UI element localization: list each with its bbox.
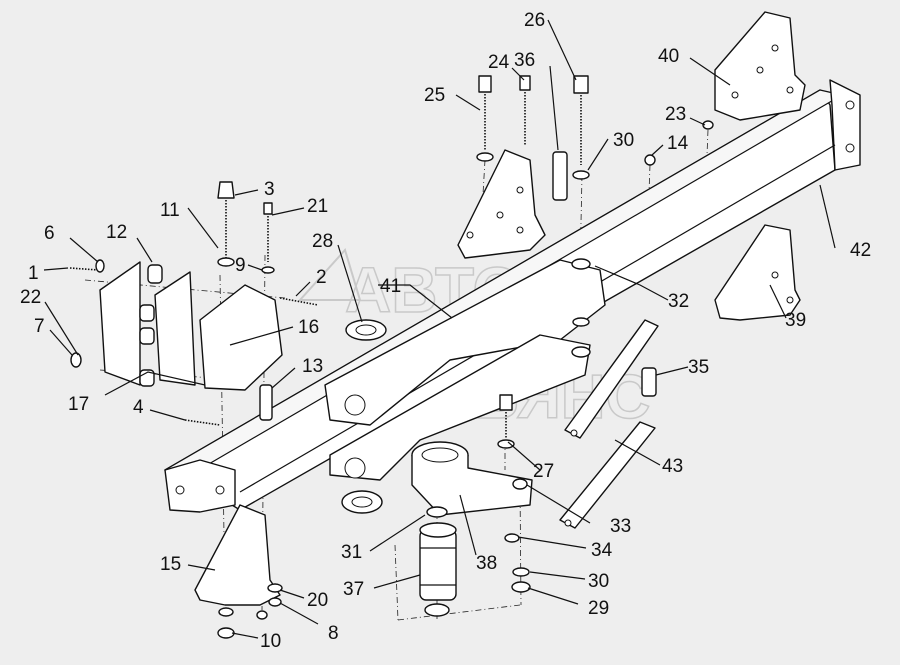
- swing-arm: [324, 259, 606, 481]
- pin-shaft: [419, 506, 457, 617]
- callout-23: 23: [665, 104, 686, 125]
- callout-35: 35: [688, 357, 709, 378]
- callout-33: 33: [610, 516, 631, 537]
- left-mount-plates: [99, 261, 283, 391]
- callout-12: 12: [106, 222, 127, 243]
- callout-8: 8: [328, 623, 339, 644]
- callout-11: 11: [160, 200, 180, 221]
- bracket-15: [194, 504, 281, 606]
- callout-13: 13: [302, 356, 323, 377]
- callout-27: 27: [533, 461, 554, 482]
- callout-30-lower: 30: [588, 571, 609, 592]
- lever-bracket: [411, 441, 533, 516]
- bracket-40: [714, 11, 806, 121]
- callout-24: 24: [488, 52, 510, 73]
- leader-lines: [43, 19, 836, 639]
- bolts: [69, 75, 589, 438]
- spacer-35: [641, 367, 657, 397]
- callout-38: 38: [476, 553, 497, 574]
- callout-37: 37: [343, 579, 364, 600]
- callout-labels: 1 2 3 4 6 7 8 9 10 11 12 13 14 15 16 17 …: [20, 10, 871, 652]
- callout-1: 1: [28, 263, 39, 284]
- callout-2: 2: [316, 267, 327, 288]
- nuts-washers: [70, 120, 714, 639]
- callout-16: 16: [298, 317, 319, 338]
- callout-21: 21: [307, 196, 328, 217]
- callout-32: 32: [668, 291, 689, 312]
- callout-7: 7: [34, 316, 45, 337]
- callout-22: 22: [20, 287, 41, 308]
- callout-15: 15: [160, 554, 181, 575]
- callout-39: 39: [785, 310, 806, 331]
- bracket-39: [714, 224, 801, 321]
- callout-26: 26: [524, 10, 545, 31]
- callout-36: 36: [514, 50, 535, 71]
- callout-10: 10: [260, 631, 281, 652]
- callout-31: 31: [341, 542, 362, 563]
- bushing-28: [345, 319, 387, 341]
- callout-6: 6: [44, 223, 55, 244]
- callout-17: 17: [68, 394, 89, 415]
- callout-14: 14: [667, 133, 689, 154]
- callout-25: 25: [424, 85, 445, 106]
- callout-3: 3: [264, 179, 275, 200]
- callout-29: 29: [588, 598, 609, 619]
- callout-41: 41: [380, 276, 401, 297]
- bushing-lower: [341, 490, 383, 514]
- callout-34: 34: [591, 540, 613, 561]
- callout-9: 9: [235, 255, 246, 276]
- callout-20: 20: [307, 590, 328, 611]
- callout-40: 40: [658, 46, 679, 67]
- callout-42: 42: [850, 240, 871, 261]
- callout-28: 28: [312, 231, 333, 252]
- callout-4: 4: [133, 397, 144, 418]
- callout-30-upper: 30: [613, 130, 634, 151]
- mounting-plate-upper: [457, 149, 546, 259]
- callout-43: 43: [662, 456, 683, 477]
